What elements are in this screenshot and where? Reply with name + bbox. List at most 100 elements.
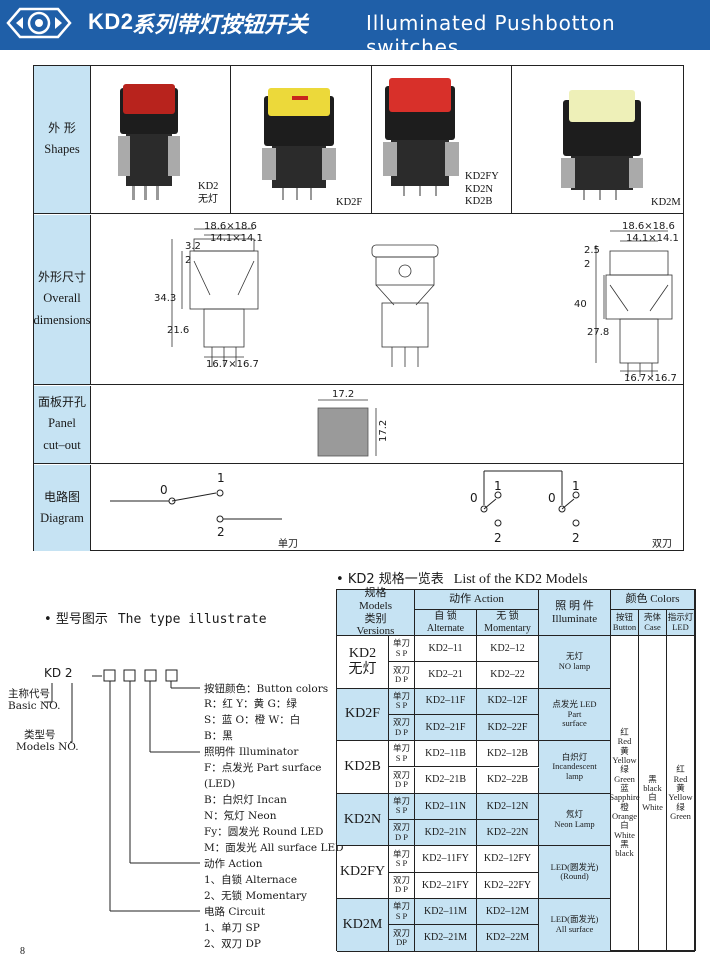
switch-photo-icon (383, 78, 459, 196)
model-code-cell: KD2–21FY (415, 872, 477, 899)
dimension-label: 14.1×14.1 (210, 233, 263, 244)
type-legend-line: B：白炽灯 Incan (204, 794, 287, 806)
models-no-cn: 类型号 (24, 729, 56, 741)
cell-text: KD2B (344, 758, 381, 774)
dimension-drawings: 18.6×18.6 14.1×14.1 3.2 2 21.6 34.3 16.7… (92, 215, 683, 384)
cell-text: 单刀 (392, 848, 410, 859)
terminal-label: 1 (217, 471, 225, 485)
cell-text: 白 (648, 792, 657, 803)
model-code-cell: KD2–11 (415, 636, 477, 663)
panel-width-label: 17.2 (332, 389, 355, 400)
model-code-cell: KD2–21M (415, 925, 477, 952)
type-legend-line: 动作 Action (204, 858, 263, 870)
cell-text: Button (612, 621, 637, 632)
shapes-label-en: Shapes (44, 142, 80, 157)
cell-text: LED(面发光) (550, 914, 599, 925)
dimension-label: 27.8 (587, 327, 610, 338)
cell-text: 按钮 (615, 612, 633, 623)
dimensions-label-cn: 外形尺寸 (37, 270, 86, 285)
cell-text: 黄 (676, 782, 685, 793)
cell-text: Green (670, 810, 691, 821)
cell-text: KD2–21B (424, 774, 467, 786)
header-colors: 颜色 Colors (611, 590, 695, 610)
model-name-cell: KD2F (337, 688, 389, 742)
cell-text: LED(圆发光) (550, 861, 599, 872)
dimension-label: 16.7×16.7 (206, 359, 259, 370)
terminal-label: 0 (470, 491, 478, 505)
model-name-cell: KD2N (337, 793, 389, 847)
header-action: 动作 Action (415, 590, 539, 610)
cell-text: 指示灯 (667, 612, 694, 623)
cell-text: KD2–12M (485, 905, 530, 917)
dimension-label: 2 (584, 259, 591, 270)
cell-text: 双刀 (392, 927, 410, 938)
shapes-label-cn: 外 形 (48, 121, 76, 136)
model-code-cell: KD2–12N (477, 793, 539, 821)
cell-text: 黑 (620, 839, 629, 850)
dimension-drawing-icon (171, 228, 673, 377)
cell-text: Yellow (668, 792, 693, 803)
model-code-cell: KD2–22B (477, 767, 539, 794)
cell-text: D P (395, 884, 408, 895)
cell-text: (Round) (560, 871, 589, 882)
circuit-diagrams: 0 1 2 单刀 0 1 2 0 1 2 双刀 (92, 465, 683, 551)
cell-text: KD2–12N (486, 800, 529, 812)
cell-text: Versions (356, 625, 395, 638)
photo-caption: KD2 (198, 181, 219, 192)
cell-text: Green (614, 773, 635, 784)
type-code: KD 2 (44, 666, 73, 680)
cell-text: 双刀 (392, 822, 410, 833)
model-code-cell: KD2–22F (477, 714, 539, 742)
photo-kd2f: KD2F (232, 66, 372, 213)
cell-text: 双刀 (392, 717, 410, 728)
dimension-label: 18.6×18.6 (622, 221, 675, 232)
diagram-label-en: Diagram (40, 510, 84, 525)
terminal-label: 2 (217, 525, 225, 539)
photo-caption: KD2M (651, 197, 681, 208)
cell-text: 黄 (620, 745, 629, 756)
models-title-cn: KD2 规格一览表 (347, 572, 444, 587)
diagram-label: 电路图 Diagram (34, 465, 91, 551)
type-legend-line: R：红 Y：黄 G：绿 (204, 698, 297, 710)
cell-text: 绿 (620, 764, 629, 775)
type-legend-line: N：氖灯 Neon (204, 810, 277, 822)
cell-text: black (615, 848, 634, 859)
cell-text: 无 锁 (496, 611, 519, 622)
cell-text: 照 明 件 (555, 599, 594, 612)
terminal-label: 0 (548, 491, 556, 505)
cell-text: 自 锁 (434, 611, 457, 622)
switch-photo-icon (262, 88, 336, 200)
cell-text: 颜色 Colors (625, 593, 680, 606)
dimension-label: 18.6×18.6 (204, 221, 257, 232)
type-code-lines-icon (44, 669, 200, 912)
cell-text: Red (617, 736, 632, 747)
cell-text: 双刀 (392, 664, 410, 675)
cell-text: KD2–12FY (483, 853, 532, 865)
illuminate-cell: LED(面发光)All surface (539, 899, 611, 952)
photo-caption: KD2FY (465, 171, 499, 182)
model-code-cell: KD2–22FY (477, 872, 539, 899)
type-legend-line: F：点发光 Part surface (204, 762, 322, 774)
cell-text: KD2–12B (486, 748, 529, 760)
cell-text: Sapphire (609, 792, 640, 803)
model-code-cell: KD2–21 (415, 662, 477, 689)
circuit-diagram-icon (110, 470, 580, 527)
model-code-cell: KD2–11FY (415, 846, 477, 873)
dimension-label: 34.3 (154, 293, 177, 304)
panel-cutout-icon (317, 399, 377, 457)
dimension-label: 16.7×16.7 (624, 373, 677, 384)
cell-text: KD2–22M (485, 932, 530, 944)
photo-kd2m: KD2M (513, 66, 683, 213)
page-header: KD2 系列带灯按钮开关 Illuminated Pushbotton swit… (0, 0, 710, 59)
dimension-label: 40 (574, 299, 587, 310)
cell-text: KD2–22 (490, 669, 525, 681)
illuminate-cell: LED(圆发光)(Round) (539, 846, 611, 899)
